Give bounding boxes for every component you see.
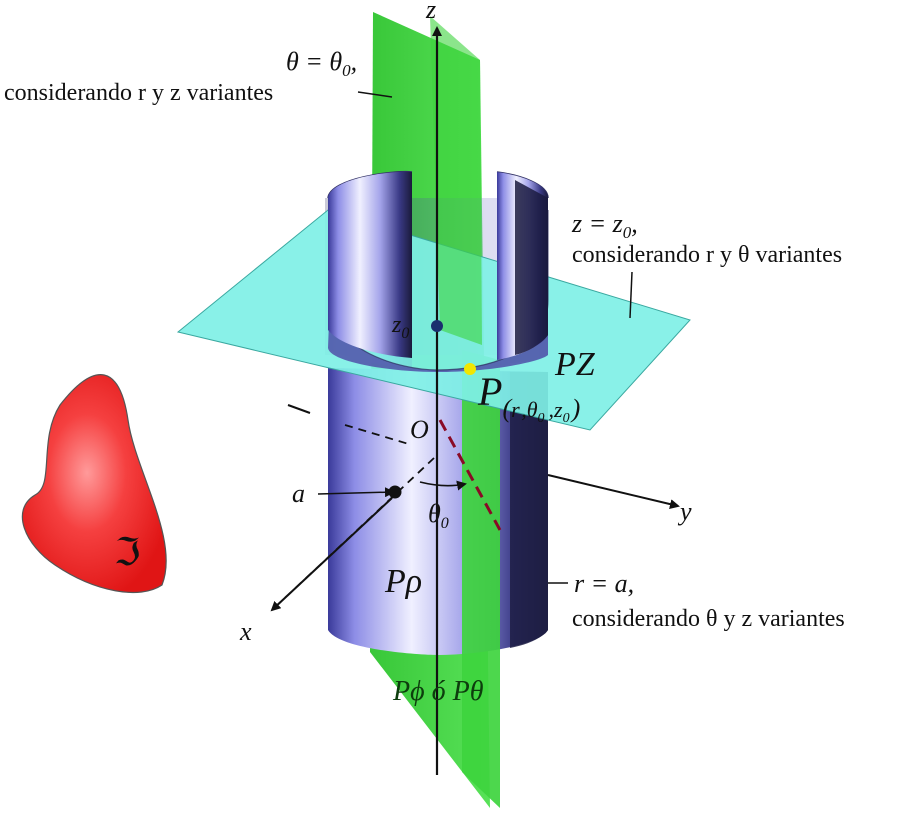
cylinder-desc: considerando θ y z variantes bbox=[572, 606, 845, 632]
theta-plane-desc: considerando r y z variantes bbox=[4, 80, 273, 106]
a-point bbox=[388, 485, 402, 499]
y-axis-label: y bbox=[677, 497, 692, 526]
theta-plane-front bbox=[462, 350, 500, 808]
theta-plane-label: θ = θ0, considerando r y z variantes bbox=[4, 47, 357, 106]
svg-text:z = z0,: z = z0, bbox=[571, 209, 638, 242]
origin-label: O bbox=[410, 415, 429, 444]
leader-a bbox=[317, 487, 395, 498]
svg-text:r = a,: r = a, bbox=[574, 569, 634, 598]
x-axis-label: x bbox=[239, 617, 252, 646]
radial-line bbox=[438, 419, 502, 531]
svg-text:θ = θ0,: θ = θ0, bbox=[286, 47, 357, 80]
z-plane bbox=[178, 210, 690, 430]
blob-symbol: ℑ bbox=[114, 532, 141, 574]
p-rho-label: Pρ bbox=[384, 563, 422, 600]
a-label: a bbox=[292, 479, 305, 508]
z0-label: z0 bbox=[391, 312, 409, 342]
z-axis-label: z bbox=[425, 0, 436, 24]
leader-z-plane bbox=[629, 271, 633, 319]
p-point bbox=[464, 363, 476, 375]
cylinder-label: r = a, considerando θ y z variantes bbox=[572, 569, 845, 632]
y-axis-line bbox=[547, 474, 680, 510]
theta0-arc bbox=[419, 480, 467, 491]
theta0-label: θ0 bbox=[428, 499, 449, 532]
red-blob-shape bbox=[21, 374, 167, 594]
p-phi-label: Pϕ ó Pθ bbox=[392, 676, 484, 707]
z0-point bbox=[431, 320, 443, 332]
z-plane-desc: considerando r y θ variantes bbox=[572, 242, 842, 268]
leader-theta-plane bbox=[357, 91, 393, 98]
z-plane-label: z = z0, considerando r y θ variantes bbox=[571, 209, 842, 268]
p-main-label: P(r,θ0,z0) bbox=[477, 369, 580, 426]
pz-label: PZ bbox=[554, 346, 596, 383]
